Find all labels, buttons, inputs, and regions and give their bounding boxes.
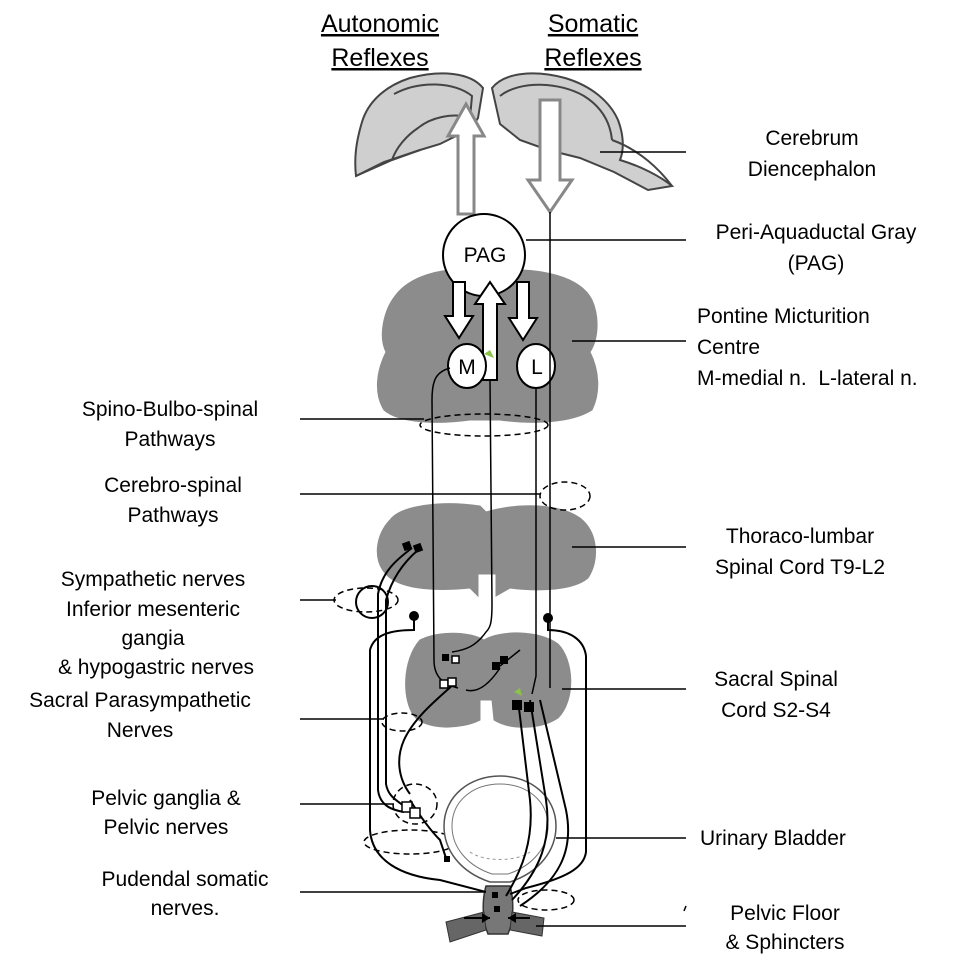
inferior-mesenteric-ganglion [356,586,388,618]
label-pelvic-ganglia-line1: Pelvic ganglia & [91,787,240,810]
label-urinary-bladder: Urinary Bladder [700,827,846,850]
lateral-nucleus-label: L [531,356,543,379]
label-pudendal-line1: Pudendal somatic [102,868,269,891]
label-thoraco-line2: Spinal Cord T9-L2 [715,556,885,579]
label-thoraco-line1: Thoraco-lumbar [726,525,874,548]
label-pmc-line2: Centre [697,336,760,359]
label-pmc-line1: Pontine Micturition [697,305,870,328]
somatic-reflexes-header-line2: Reflexes [544,44,641,72]
label-sacral-para-line2: Nerves [107,719,174,742]
label-sympathetic-line3: gangia [121,627,184,650]
somatic-reflexes-header-line1: Somatic [548,10,638,38]
label-sympathetic-line2: Inferior mesenteric [66,598,240,621]
label-pag-line2: (PAG) [788,252,845,275]
label-sacral-cord-line2: Cord S2-S4 [721,699,831,722]
bladder-shape [444,776,556,882]
label-cerebro-spinal-line2: Pathways [127,504,218,527]
pudendal-oval [518,890,574,910]
label-sympathetic-line1: Sympathetic nerves [61,568,245,591]
cerebro-spinal-oval [540,482,590,510]
label-pelvic-floor-line1: Pelvic Floor [730,902,840,925]
label-sacral-para-line1: Sacral Parasympathetic [29,689,251,712]
sensory-afferent-knobs [409,611,553,623]
label-cerebro-spinal-line1: Cerebro-spinal [104,474,242,497]
label-pudendal-line2: nerves. [151,897,220,920]
autonomic-reflexes-header-line1: Autonomic [321,10,439,38]
label-pmc-line3: M-medial n. L-lateral n. [697,367,918,390]
label-pelvic-ganglia-line2: Pelvic nerves [104,816,229,839]
pelvic-nerve-oval [364,830,456,854]
label-diencephalon: Diencephalon [748,158,876,181]
sacral-cord-shape [406,633,571,727]
label-pag-line1: Peri-Aquaductal Gray [716,221,917,244]
label-pelvic-floor-line2: & Sphincters [725,931,844,954]
label-sacral-cord-line1: Sacral Spinal [714,668,838,691]
autonomic-reflexes-header-line2: Reflexes [331,44,428,72]
label-cerebrum: Cerebrum [765,127,858,150]
cerebrum-shape [355,73,672,190]
label-sympathetic-line4: & hypogastric nerves [58,656,254,679]
pag-node-label: PAG [464,244,507,267]
pelvic-ganglion-cells [402,802,420,818]
medial-nucleus-label: M [458,356,476,379]
label-spino-bulbo-line1: Spino-Bulbo-spinal [82,398,258,421]
label-spino-bulbo-line2: Pathways [124,428,215,451]
